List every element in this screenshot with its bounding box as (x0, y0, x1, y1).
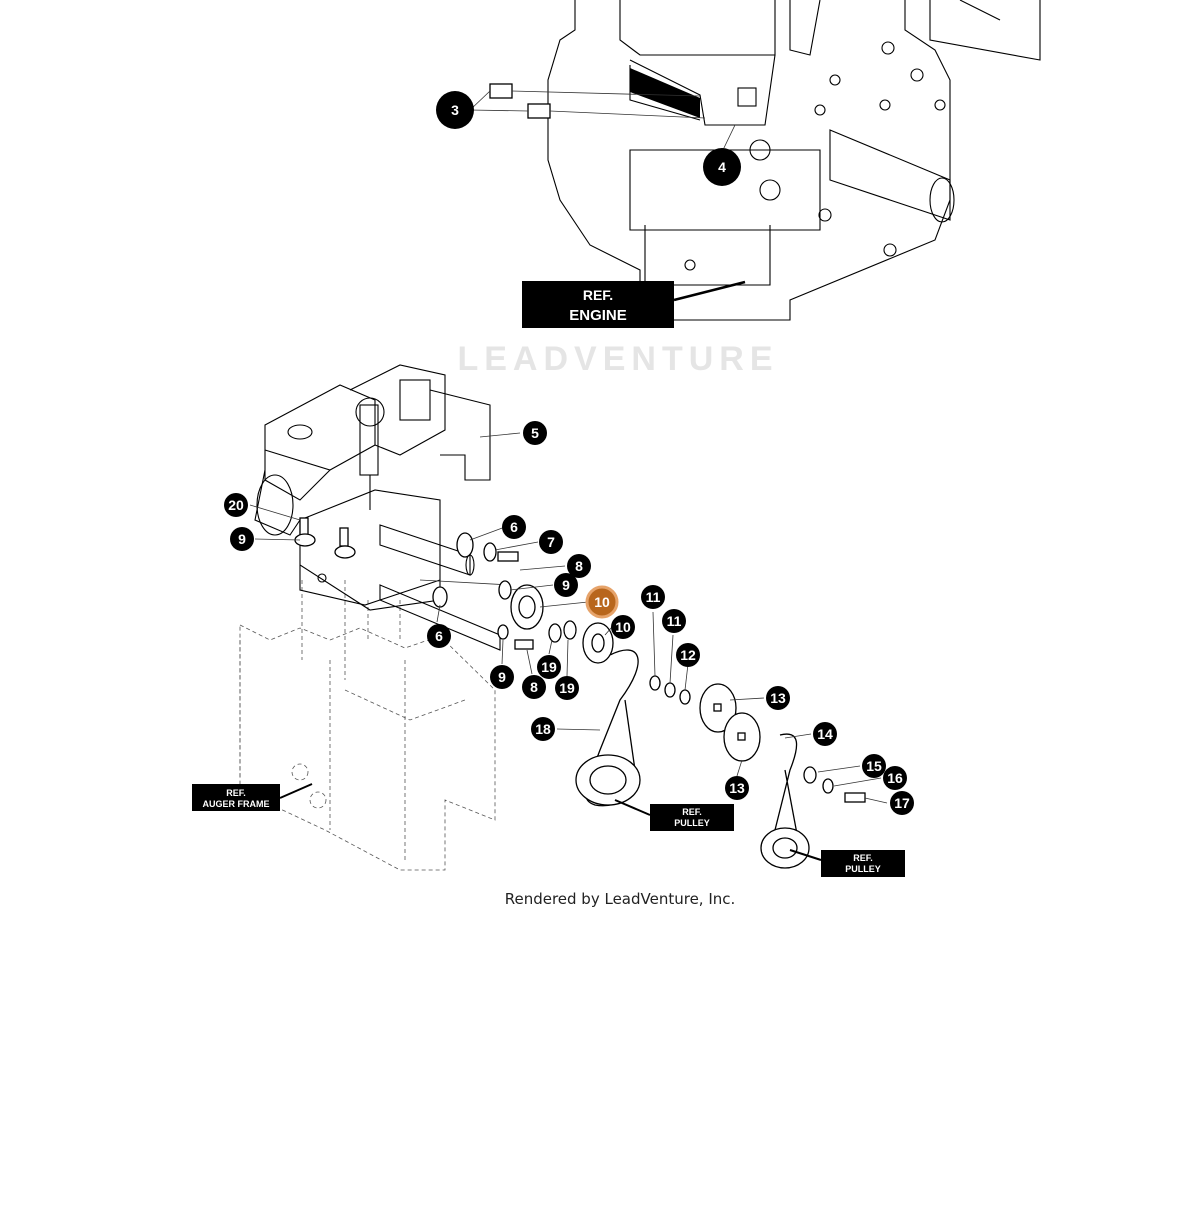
svg-text:9: 9 (562, 577, 570, 593)
callout-11[interactable]: 11 (641, 585, 665, 609)
svg-text:7: 7 (547, 534, 555, 550)
auger-frame-illustration (239, 580, 496, 871)
small-engine-illustration (254, 364, 501, 651)
callout-9[interactable]: 9 (490, 665, 514, 689)
svg-text:11: 11 (646, 589, 661, 605)
callout-14[interactable]: 14 (813, 722, 837, 746)
callout-8[interactable]: 8 (522, 675, 546, 699)
svg-text:19: 19 (541, 659, 557, 675)
svg-text:16: 16 (887, 770, 903, 786)
svg-text:8: 8 (530, 679, 538, 695)
ref-engine-label: REF. ENGINE (522, 280, 746, 328)
svg-text:REF.: REF. (682, 807, 702, 817)
svg-text:20: 20 (228, 497, 244, 513)
svg-text:5: 5 (531, 425, 539, 441)
svg-text:REF.: REF. (226, 788, 246, 798)
svg-text:13: 13 (770, 690, 786, 706)
svg-text:18: 18 (535, 721, 551, 737)
callout-12[interactable]: 12 (676, 643, 700, 667)
callout-11[interactable]: 11 (662, 609, 686, 633)
callout-7[interactable]: 7 (539, 530, 563, 554)
svg-text:11: 11 (667, 613, 682, 629)
callout-6[interactable]: 6 (502, 515, 526, 539)
svg-text:3: 3 (451, 102, 459, 118)
callout-13[interactable]: 13 (766, 686, 790, 710)
ref-auger-frame-label: REF. AUGER FRAME (192, 783, 313, 811)
callout-6[interactable]: 6 (427, 624, 451, 648)
svg-text:19: 19 (559, 680, 575, 696)
belts-and-pulleys (575, 649, 810, 869)
watermark-text: LEADVENTURE (457, 340, 778, 378)
callout-9[interactable]: 9 (230, 527, 254, 551)
callout-18[interactable]: 18 (531, 717, 555, 741)
rendered-by-credit: Rendered by LeadVenture, Inc. (505, 890, 736, 908)
svg-text:9: 9 (498, 669, 506, 685)
callout-8[interactable]: 8 (567, 554, 591, 578)
svg-text:ENGINE: ENGINE (569, 307, 627, 324)
svg-text:PULLEY: PULLEY (674, 818, 710, 828)
callout-4[interactable]: 4 (703, 148, 741, 186)
svg-text:PULLEY: PULLEY (845, 864, 881, 874)
svg-text:10: 10 (615, 619, 631, 635)
svg-text:17: 17 (894, 795, 910, 811)
svg-text:REF.: REF. (853, 853, 873, 863)
svg-text:8: 8 (575, 558, 583, 574)
bolt-part (489, 83, 706, 119)
callout-10-selected[interactable]: 10 (585, 585, 619, 619)
callout-19[interactable]: 19 (537, 655, 561, 679)
callout-10[interactable]: 10 (611, 615, 635, 639)
svg-text:4: 4 (718, 159, 726, 175)
ref-pulley-label: REF. PULLEY (614, 799, 734, 831)
callout-20[interactable]: 20 (224, 493, 248, 517)
callout-16[interactable]: 16 (883, 766, 907, 790)
svg-text:AUGER FRAME: AUGER FRAME (203, 799, 270, 809)
callout-19[interactable]: 19 (555, 676, 579, 700)
svg-text:13: 13 (729, 780, 745, 796)
callout-5[interactable]: 5 (523, 421, 547, 445)
svg-text:6: 6 (435, 628, 443, 644)
svg-text:15: 15 (866, 758, 882, 774)
svg-text:12: 12 (680, 647, 696, 663)
engine-illustration (489, 0, 1041, 321)
svg-text:14: 14 (817, 726, 833, 742)
svg-text:9: 9 (238, 531, 246, 547)
callout-9[interactable]: 9 (554, 573, 578, 597)
svg-text:10: 10 (594, 594, 610, 610)
callout-15[interactable]: 15 (862, 754, 886, 778)
svg-text:6: 6 (510, 519, 518, 535)
callout-17[interactable]: 17 (890, 791, 914, 815)
ref-pulley-label-2: REF. PULLEY (789, 849, 905, 877)
callout-3[interactable]: 3 (436, 91, 474, 129)
svg-text:REF.: REF. (583, 287, 613, 303)
hardware-parts (294, 517, 866, 803)
callout-13[interactable]: 13 (725, 776, 749, 800)
leader-lines (249, 90, 888, 804)
